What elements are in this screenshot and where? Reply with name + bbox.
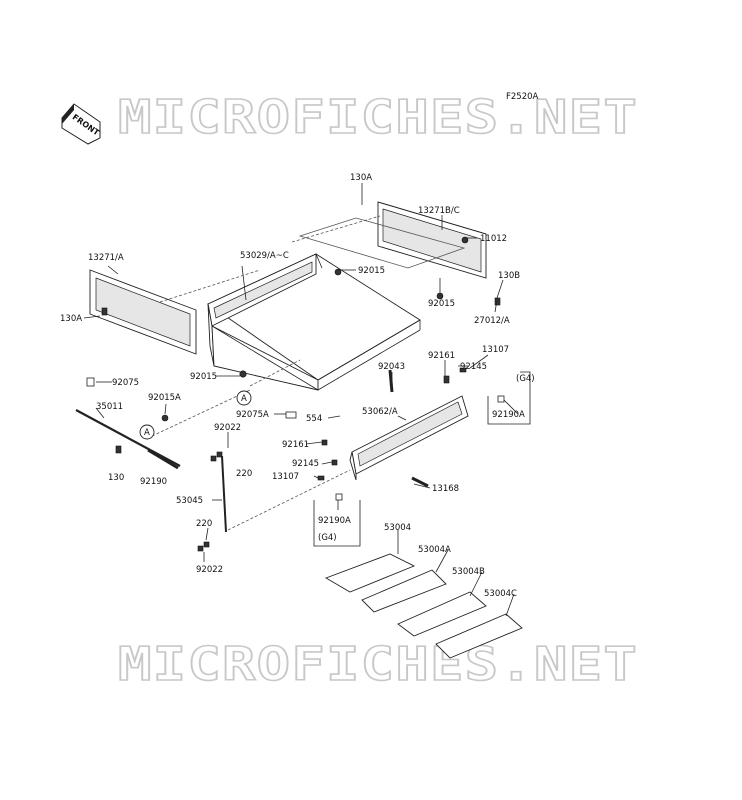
- svg-text:A: A: [241, 394, 247, 404]
- callout-13107-low: 13107: [272, 472, 299, 482]
- callout-13271A: 13271/A: [88, 253, 124, 263]
- callout-53004B: 53004B: [452, 567, 485, 577]
- cargo-bed: [207, 253, 421, 391]
- callout-53004C: 53004C: [484, 589, 517, 599]
- callout-labels: 130A 13271B/C 11012 130B 92015 27012/A 1…: [60, 173, 535, 599]
- callout-53062A: 53062/A: [362, 407, 398, 417]
- callout-13168: 13168: [432, 484, 459, 494]
- callout-92022-top: 92022: [214, 423, 241, 433]
- callout-554: 554: [306, 414, 322, 424]
- callout-130A-top: 130A: [350, 173, 372, 183]
- callout-130B: 130B: [498, 271, 520, 281]
- callout-130A-left: 130A: [60, 314, 82, 324]
- callout-92161-top: 92161: [428, 351, 455, 361]
- callout-92190: 92190: [140, 477, 167, 487]
- leader-lines: [83, 183, 519, 617]
- mat-53004B: [397, 591, 487, 637]
- watermark-top: MICROFICHES.NET: [118, 90, 638, 144]
- front-arrow-icon: FRONT: [61, 103, 101, 145]
- callout-92075: 92075: [112, 378, 139, 388]
- callout-92015-mid: 92015: [358, 266, 385, 276]
- right-side-panel: [377, 201, 487, 279]
- watermark-bottom: MICROFICHES.NET: [118, 637, 638, 691]
- callout-92075A: 92075A: [236, 410, 269, 420]
- callout-g4-low: (G4): [318, 533, 337, 543]
- callout-13271BC: 13271B/C: [418, 206, 460, 216]
- callout-92190A-low: 92190A: [318, 516, 351, 526]
- g4-brackets: [313, 371, 531, 547]
- figure-code: F2520A: [506, 92, 539, 102]
- callout-53045: 53045: [176, 496, 203, 506]
- callout-27012A: 27012/A: [474, 316, 510, 326]
- callout-35011: 35011: [96, 402, 123, 412]
- bed-outline-upper: [298, 217, 466, 269]
- callout-92015-low: 92015: [190, 372, 217, 382]
- callout-53029AC: 53029/A~C: [240, 251, 289, 261]
- callout-130: 130: [108, 473, 124, 483]
- callout-92015A: 92015A: [148, 393, 181, 403]
- marker-a-1: A: [236, 390, 252, 406]
- callout-92145-low: 92145: [292, 459, 319, 469]
- callout-92015-right: 92015: [428, 299, 455, 309]
- marker-a-2: A: [139, 424, 155, 440]
- mat-53004A: [361, 569, 447, 613]
- callout-g4-top: (G4): [516, 374, 535, 384]
- left-side-panel: [89, 269, 197, 355]
- mat-53004: [324, 553, 416, 593]
- svg-text:A: A: [144, 428, 150, 438]
- callout-92145-top: 92145: [460, 362, 487, 372]
- callout-53004: 53004: [384, 523, 411, 533]
- callout-53004A: 53004A: [418, 545, 451, 555]
- callout-92190A-right: 92190A: [492, 410, 525, 420]
- callout-220-top: 220: [236, 469, 252, 479]
- callout-92022-low: 92022: [196, 565, 223, 575]
- floor-mats: [324, 553, 523, 659]
- callout-13107-top: 13107: [482, 345, 509, 355]
- small-parts: [75, 236, 505, 552]
- callout-92161-low: 92161: [282, 440, 309, 450]
- callout-220-low: 220: [196, 519, 212, 529]
- mat-53004C: [435, 613, 523, 659]
- callout-92043: 92043: [378, 362, 405, 372]
- tailgate: [349, 395, 469, 481]
- callout-11012: 11012: [480, 234, 507, 244]
